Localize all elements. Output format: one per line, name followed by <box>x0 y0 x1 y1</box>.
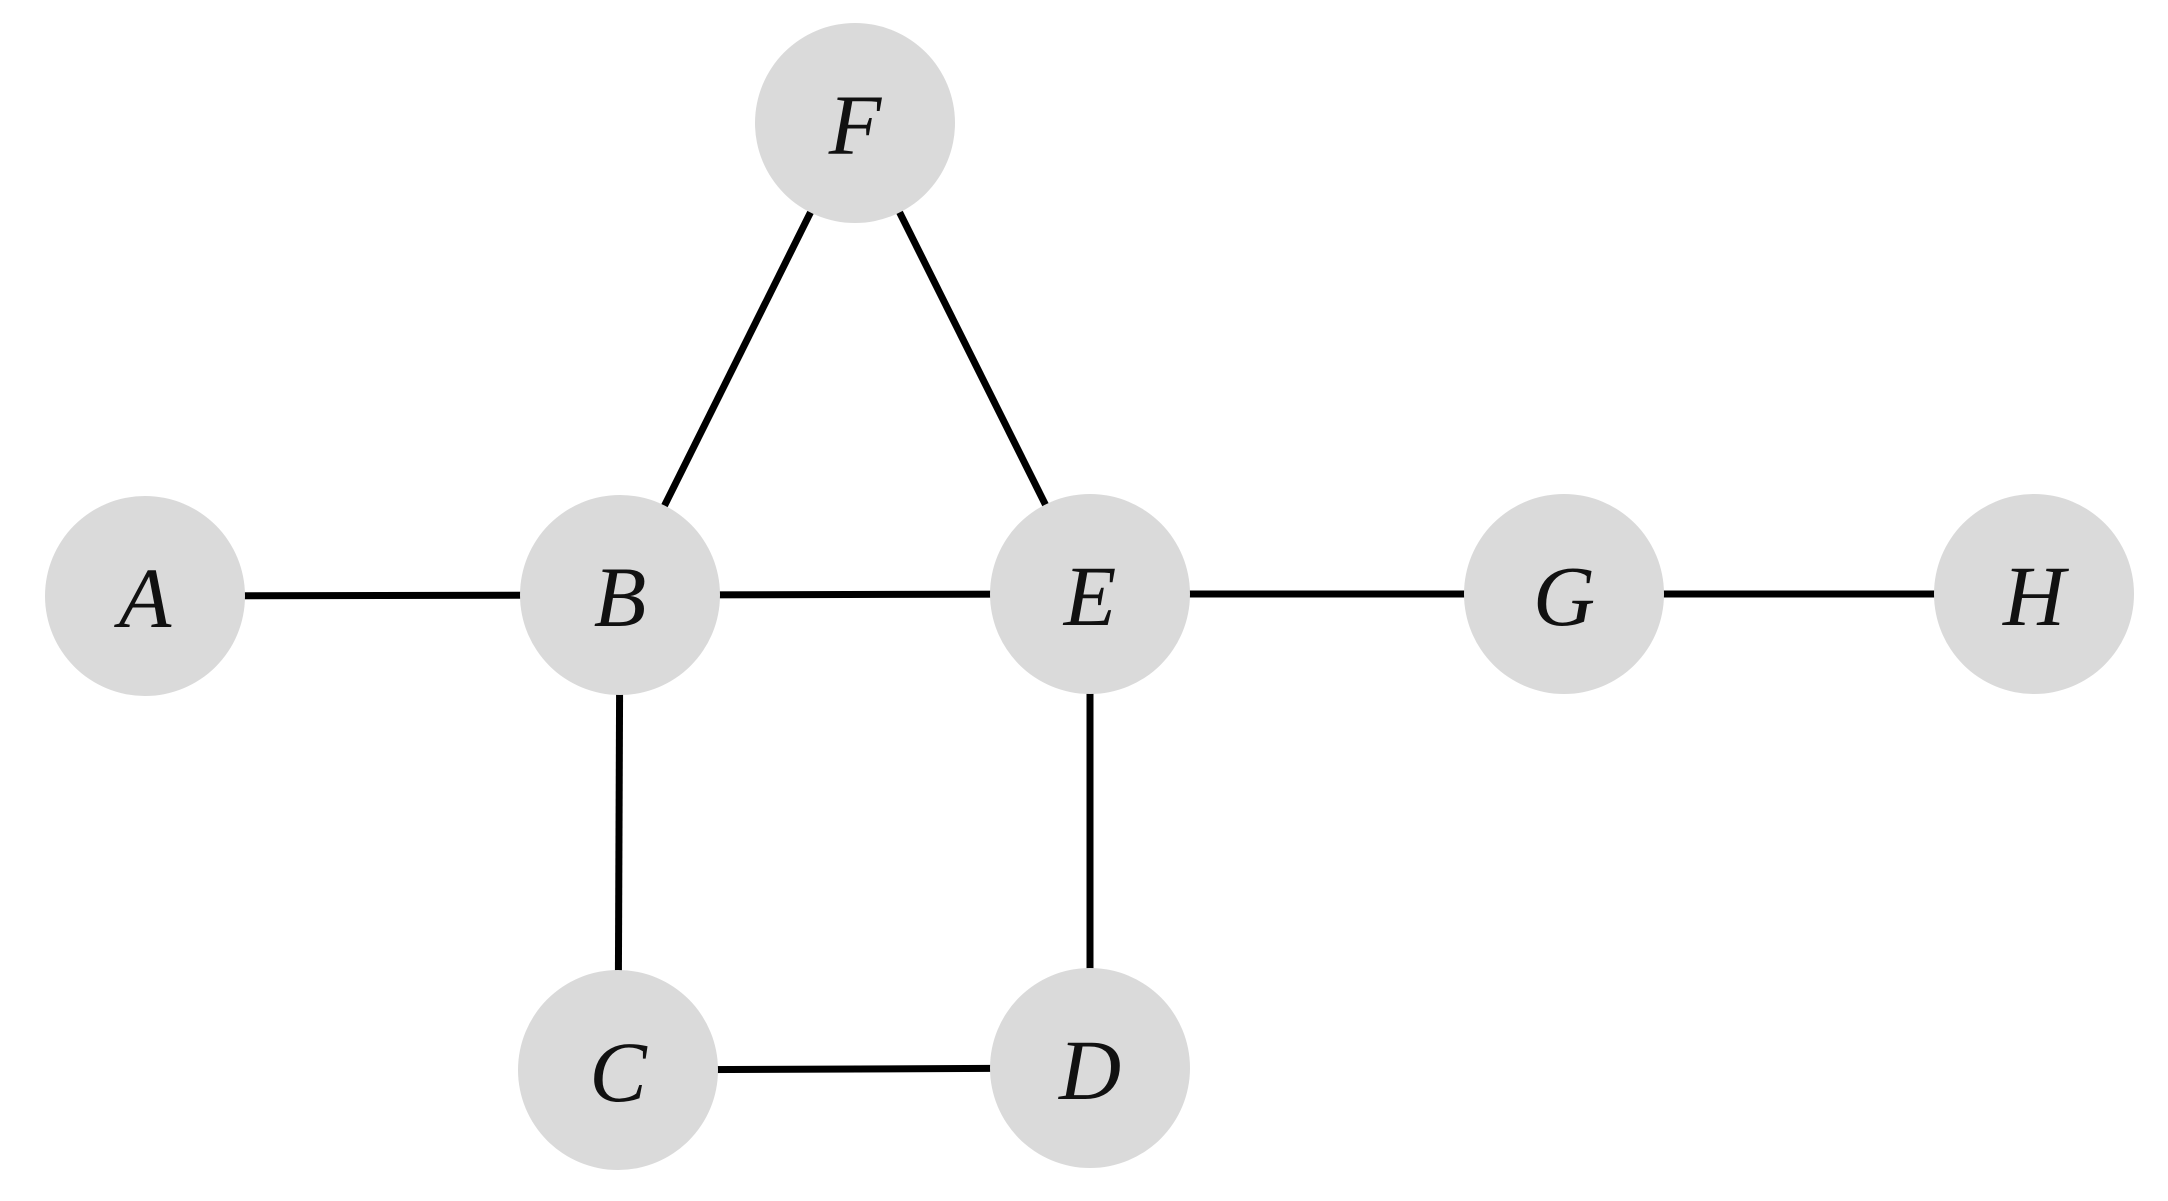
graph-node-d[interactable]: D <box>990 968 1190 1168</box>
graph-node-label-f: F <box>828 77 883 173</box>
graph-node-circle-a[interactable] <box>45 496 245 696</box>
graph-node-label-d: D <box>1058 1022 1121 1118</box>
graph-node-label-c: C <box>589 1024 648 1120</box>
graph-node-b[interactable]: B <box>520 495 720 695</box>
graph-node-a[interactable]: A <box>45 496 245 696</box>
graph-node-circle-g[interactable] <box>1464 494 1664 694</box>
graph-node-label-h: H <box>2002 548 2069 644</box>
graph-node-h[interactable]: H <box>1934 494 2134 694</box>
graph-node-circle-e[interactable] <box>990 494 1190 694</box>
graph-node-circle-f[interactable] <box>755 23 955 223</box>
graph-node-c[interactable]: C <box>518 970 718 1170</box>
graph-node-label-a: A <box>114 550 172 646</box>
graph-node-circle-b[interactable] <box>520 495 720 695</box>
graph-node-g[interactable]: G <box>1464 494 1664 694</box>
nodes-layer: A B C D E F G H <box>45 23 2134 1170</box>
graph-node-e[interactable]: E <box>990 494 1190 694</box>
graph-node-circle-d[interactable] <box>990 968 1190 1168</box>
graph-node-f[interactable]: F <box>755 23 955 223</box>
graph-node-label-g: G <box>1533 548 1595 644</box>
graph-node-label-b: B <box>594 549 647 645</box>
graph-node-circle-c[interactable] <box>518 970 718 1170</box>
graph-node-circle-h[interactable] <box>1934 494 2134 694</box>
graph-node-label-e: E <box>1062 548 1117 644</box>
